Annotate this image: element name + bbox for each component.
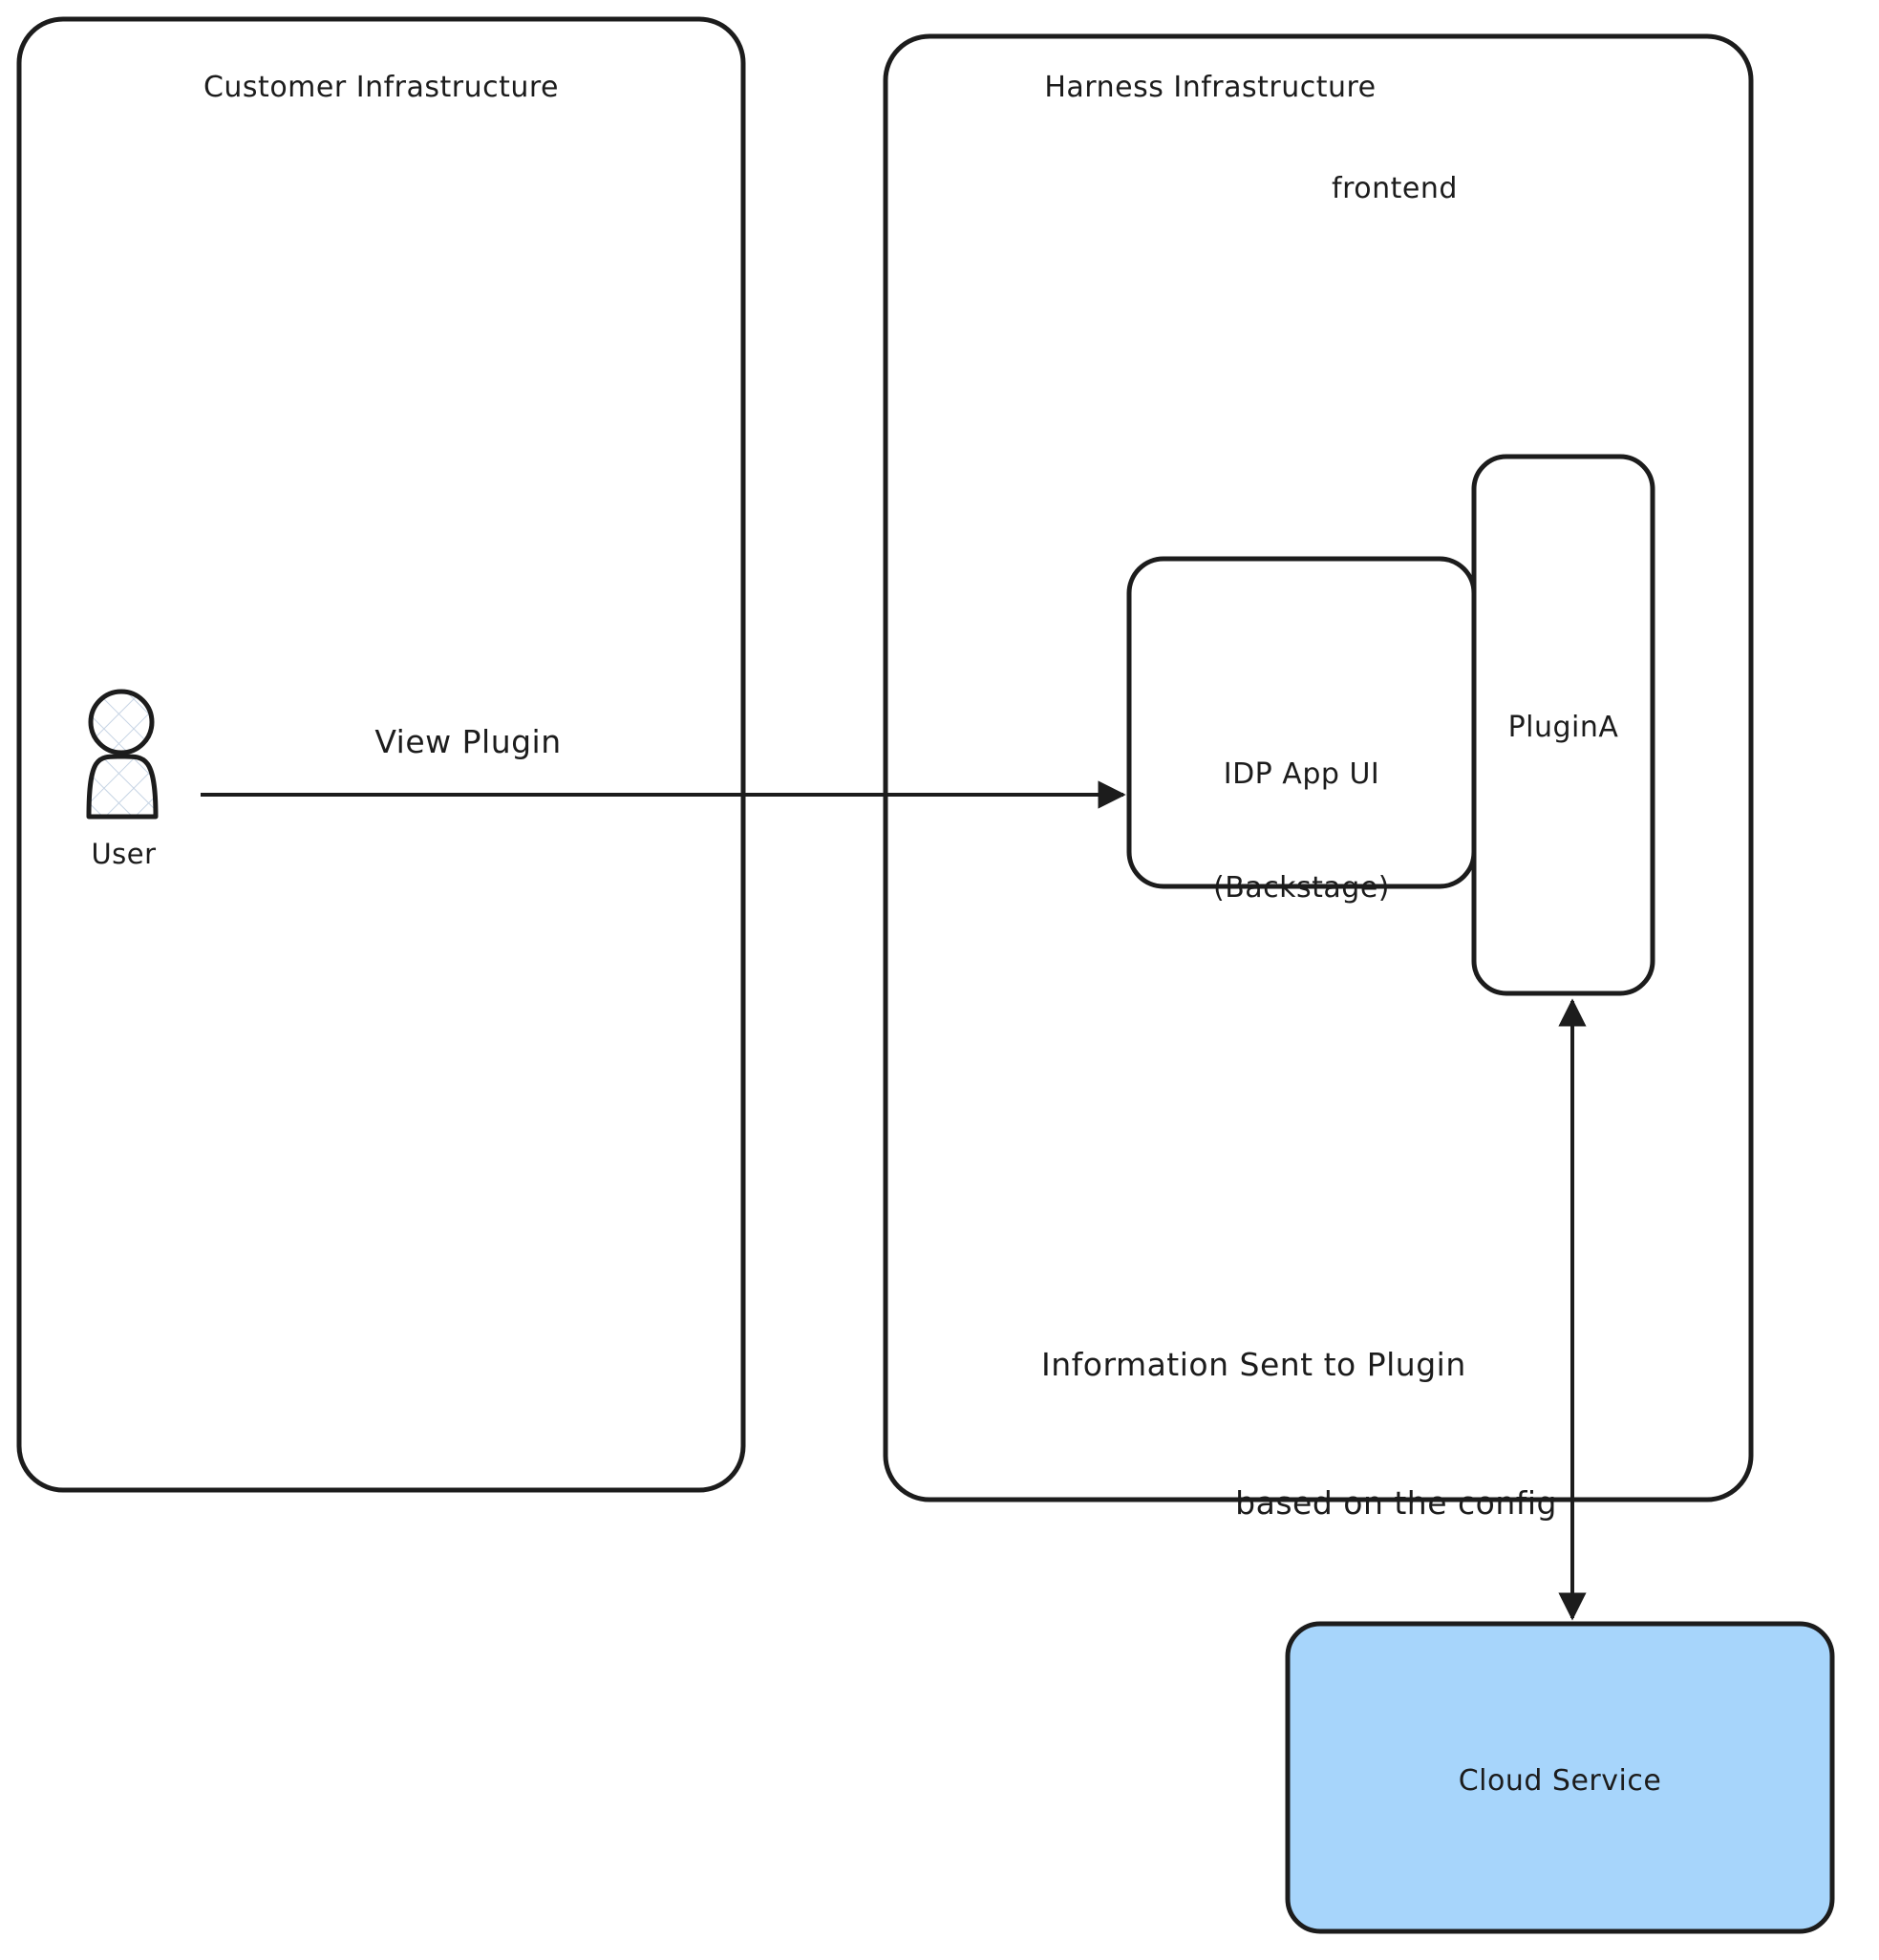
person-icon — [86, 689, 159, 820]
edge-label-information-line1: Information Sent to Plugin — [1041, 1346, 1466, 1384]
group-title-customer-infrastructure: Customer Infrastructure — [203, 71, 560, 104]
section-label-frontend: frontend — [1332, 172, 1458, 205]
group-customer-infrastructure — [16, 16, 746, 1493]
node-idp-app-ui-shape[interactable] — [1126, 556, 1477, 889]
edge-label-information-sent-to-plugin: Information Sent to Plugin based on the … — [1041, 1261, 1557, 1607]
node-label-idp-app-ui: IDP App UI (Backstage) — [1129, 680, 1474, 983]
edge-label-information-line2: based on the config — [1235, 1483, 1557, 1522]
group-title-harness-infrastructure: Harness Infrastructure — [1044, 71, 1377, 104]
node-label-plugin-a: PluginA — [1507, 711, 1619, 744]
node-label-idp-app-ui-line2: (Backstage) — [1212, 870, 1391, 905]
node-cloud-service-shape[interactable] — [1285, 1621, 1835, 1934]
edge-label-view-plugin: View Plugin — [374, 723, 562, 760]
actor-label-user: User — [91, 838, 157, 870]
node-label-cloud-service: Cloud Service — [1458, 1764, 1662, 1798]
group-harness-infrastructure — [883, 33, 1754, 1502]
node-label-idp-app-ui-line1: IDP App UI — [1223, 757, 1380, 792]
